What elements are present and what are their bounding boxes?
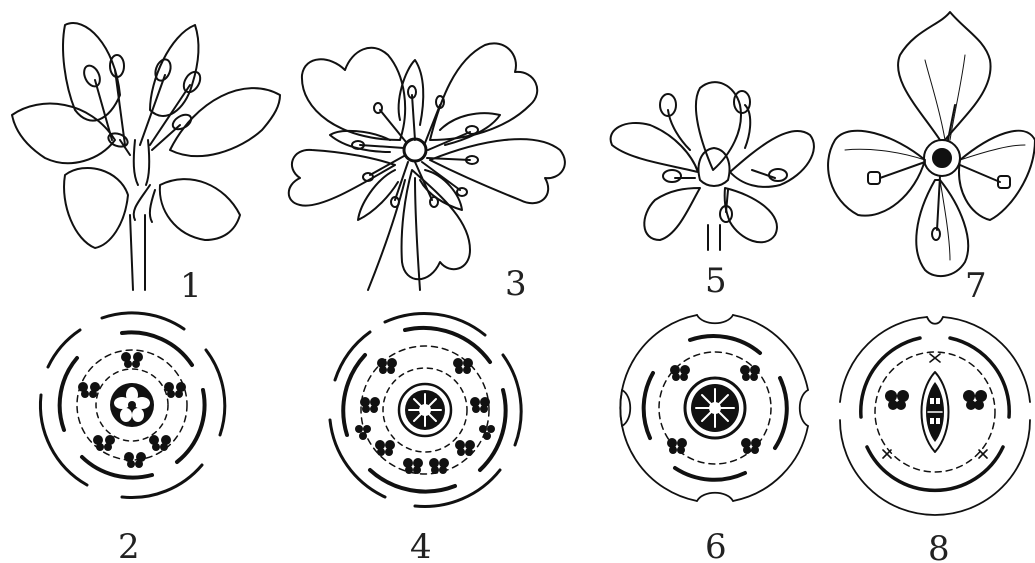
diagram-8 [840, 317, 1030, 515]
flower-7-drawing [828, 12, 1035, 276]
flower-3-drawing [289, 43, 565, 290]
label-8: 8 [928, 529, 950, 563]
label-5: 5 [705, 261, 727, 301]
label-7: 7 [965, 266, 987, 306]
diagram-4 [330, 314, 521, 507]
diagram-2 [40, 313, 224, 498]
flower-1-drawing [12, 23, 280, 290]
diagram-6 [620, 315, 808, 501]
label-3: 3 [505, 264, 527, 304]
flower-5-drawing [611, 82, 814, 250]
label-2: 2 [118, 527, 140, 563]
label-4: 4 [410, 527, 432, 563]
label-1: 1 [180, 266, 202, 306]
label-6: 6 [705, 527, 727, 563]
